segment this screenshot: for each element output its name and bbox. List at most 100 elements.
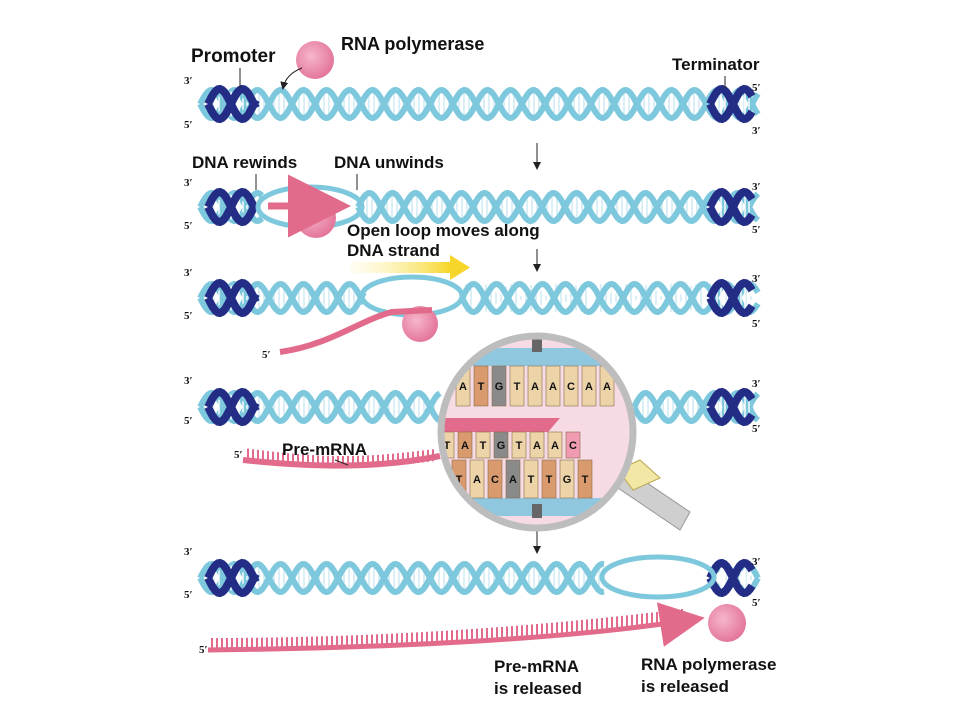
dna-row-3-promoter	[204, 278, 260, 318]
svg-text:A: A	[531, 381, 539, 393]
end-r1-left-bottom: 5′	[184, 119, 193, 131]
pre-mrna-5-bases	[211, 608, 683, 650]
pre-mrna-label: Pre-mRNA	[282, 440, 367, 459]
end-r3-left-top: 3′	[184, 267, 193, 279]
svg-text:G: G	[563, 474, 572, 486]
svg-text:G: G	[495, 381, 504, 393]
svg-text:A: A	[551, 440, 559, 452]
end-r4-left-top: 3′	[184, 375, 193, 387]
end-r2-left-bottom: 5′	[184, 220, 193, 232]
svg-text:A: A	[509, 474, 517, 486]
svg-text:T: T	[546, 474, 553, 486]
dna-row-5-terminator	[706, 558, 756, 598]
template-base-7: A	[581, 365, 597, 407]
end-r2-right-bottom: 5′	[752, 224, 761, 236]
rna-base-7: C	[565, 431, 581, 459]
end-r4-left-bottom: 5′	[184, 415, 193, 427]
svg-text:T: T	[480, 440, 487, 452]
pre-mrna-3	[279, 307, 433, 355]
dna-unwinds-label: DNA unwinds	[334, 153, 444, 172]
rna-polymerase-3	[402, 306, 438, 342]
coding-base-4: T	[523, 459, 539, 499]
polymerase-released-label-1: RNA polymerase	[641, 655, 776, 674]
svg-text:A: A	[473, 474, 481, 486]
lens-rna-backbone	[441, 418, 560, 432]
svg-text:C: C	[569, 440, 577, 452]
rna-base-2: T	[475, 431, 491, 459]
coding-base-2: C	[487, 459, 503, 499]
end-r3-left-bottom: 5′	[184, 310, 193, 322]
rna-base-4: T	[511, 431, 527, 459]
dna-helices	[197, 84, 761, 598]
rna4-five-prime: 5′	[234, 449, 243, 461]
lens-top-marker	[532, 338, 542, 352]
direction-arrow-head	[450, 255, 470, 280]
pre-mrna-released-label-1: Pre-mRNA	[494, 657, 579, 676]
template-base-6: C	[563, 365, 579, 407]
end-r3-right-bottom: 5′	[752, 318, 761, 330]
end-r1-right-bottom: 3′	[752, 125, 761, 137]
pre-mrna-pointer	[334, 459, 349, 466]
dna-row-2-terminator	[706, 187, 756, 227]
rna-polymerase-label: RNA polymerase	[341, 34, 484, 54]
svg-text:A: A	[459, 381, 467, 393]
direction-arrow-shaft	[350, 262, 450, 273]
end-r2-right-top: 3′	[752, 181, 761, 193]
dna-row-2-promoter	[204, 187, 260, 227]
coding-base-6: G	[559, 459, 575, 499]
end-r4-right-top: 3′	[752, 378, 761, 390]
promoter-label: Promoter	[191, 46, 276, 67]
coding-base-3: A	[505, 459, 521, 499]
rna3-five-prime: 5′	[262, 349, 271, 361]
end-r3-right-top: 3′	[752, 273, 761, 285]
svg-text:A: A	[603, 381, 611, 393]
pre-mrna-5	[207, 602, 705, 653]
rna-base-5: A	[529, 431, 545, 459]
loop-moves-label-2: DNA strand	[347, 241, 440, 260]
dna-row-1-promoter	[204, 84, 260, 124]
template-base-5: A	[545, 365, 561, 407]
coding-base-7: T	[577, 459, 593, 499]
polymerase-binding-arrow	[280, 67, 303, 90]
dna-row-5	[197, 558, 761, 598]
svg-text:C: C	[567, 381, 575, 393]
dna-row-3-terminator	[706, 278, 756, 318]
svg-text:T: T	[582, 474, 589, 486]
template-base-3: T	[509, 365, 525, 407]
template-base-2: G	[491, 365, 507, 407]
rna-base-3: G	[493, 431, 509, 459]
end-r2-left-top: 3′	[184, 177, 193, 189]
magnifier-rim	[437, 332, 637, 532]
svg-text:T: T	[514, 381, 521, 393]
end-r1-right-top: 5′	[752, 82, 761, 94]
dna-row-4	[197, 387, 761, 427]
end-r5-right-bottom: 5′	[752, 597, 761, 609]
dna-row-5-promoter	[204, 558, 260, 598]
loop-moves-label-1: Open loop moves along	[347, 221, 540, 240]
rna-polymerase-released	[708, 604, 746, 642]
svg-text:A: A	[549, 381, 557, 393]
svg-text:T: T	[444, 440, 451, 452]
svg-text:T: T	[478, 381, 485, 393]
dna-row-3	[197, 278, 761, 318]
dna-row-4-promoter	[204, 387, 260, 427]
dna-rewinds-label: DNA rewinds	[192, 153, 297, 172]
strand-end-labels: 3′ 5′ 5′ 3′ 3′ 5′ 3′ 5′ 3′ 5′ 3′ 5′ 3′ 5…	[184, 75, 761, 609]
template-base-4: A	[527, 365, 543, 407]
end-r5-left-top: 3′	[184, 546, 193, 558]
svg-text:G: G	[497, 440, 506, 452]
svg-text:T: T	[456, 474, 463, 486]
svg-text:T: T	[528, 474, 535, 486]
terminator-label: Terminator	[672, 55, 760, 74]
rna-polymerase	[296, 41, 334, 79]
dna-row-1-terminator	[706, 84, 756, 124]
dna-row-1	[197, 84, 761, 124]
end-r1-left-top: 3′	[184, 75, 193, 87]
coding-base-1: A	[469, 459, 485, 499]
svg-text:A: A	[461, 440, 469, 452]
polymerase-released-label-2: is released	[641, 677, 729, 696]
coding-base-5: T	[541, 459, 557, 499]
lens-bottom-marker	[532, 504, 542, 518]
